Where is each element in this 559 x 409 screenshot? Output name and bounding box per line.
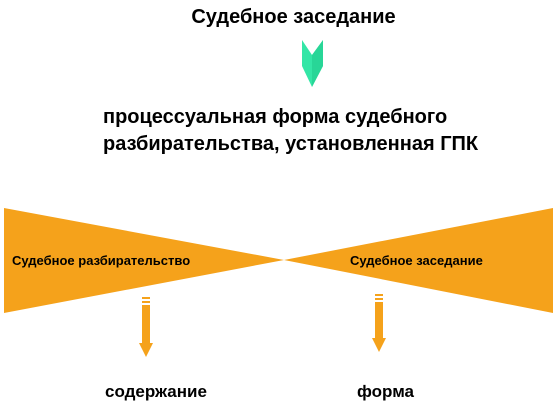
left-arrow-head bbox=[139, 343, 153, 357]
right-arrow-head bbox=[372, 338, 386, 352]
right-arrow-stripe-2 bbox=[375, 298, 383, 300]
left-arrow-shaft bbox=[142, 305, 150, 343]
left-arrow-stripe-2 bbox=[142, 301, 150, 303]
definition-line-2: разбирательства, установленная ГПК bbox=[103, 133, 479, 155]
right-arrow-stripe-1 bbox=[375, 294, 383, 296]
right-arrow-shaft bbox=[375, 302, 383, 338]
definition-text: процессуальная форма судебного разбирате… bbox=[103, 104, 553, 158]
top-down-arrow-icon bbox=[302, 40, 323, 87]
left-arrow-stripe-1 bbox=[142, 297, 150, 299]
top-arrow-shade bbox=[312, 40, 323, 87]
top-arrow-notch bbox=[302, 40, 323, 55]
bowtie-left-label: Судебное разбирательство bbox=[12, 253, 191, 268]
form-label: форма bbox=[357, 382, 415, 401]
left-down-arrow-icon bbox=[139, 297, 153, 357]
content-label: содержание bbox=[105, 382, 207, 401]
bowtie-right-triangle bbox=[284, 208, 553, 313]
right-down-arrow-icon bbox=[372, 294, 386, 352]
bowtie-right-label: Судебное заседание bbox=[350, 253, 483, 268]
diagram-title: Судебное заседание bbox=[191, 6, 396, 28]
bowtie-left-triangle bbox=[4, 208, 284, 313]
definition-line-1: процессуальная форма судебного bbox=[103, 106, 448, 128]
